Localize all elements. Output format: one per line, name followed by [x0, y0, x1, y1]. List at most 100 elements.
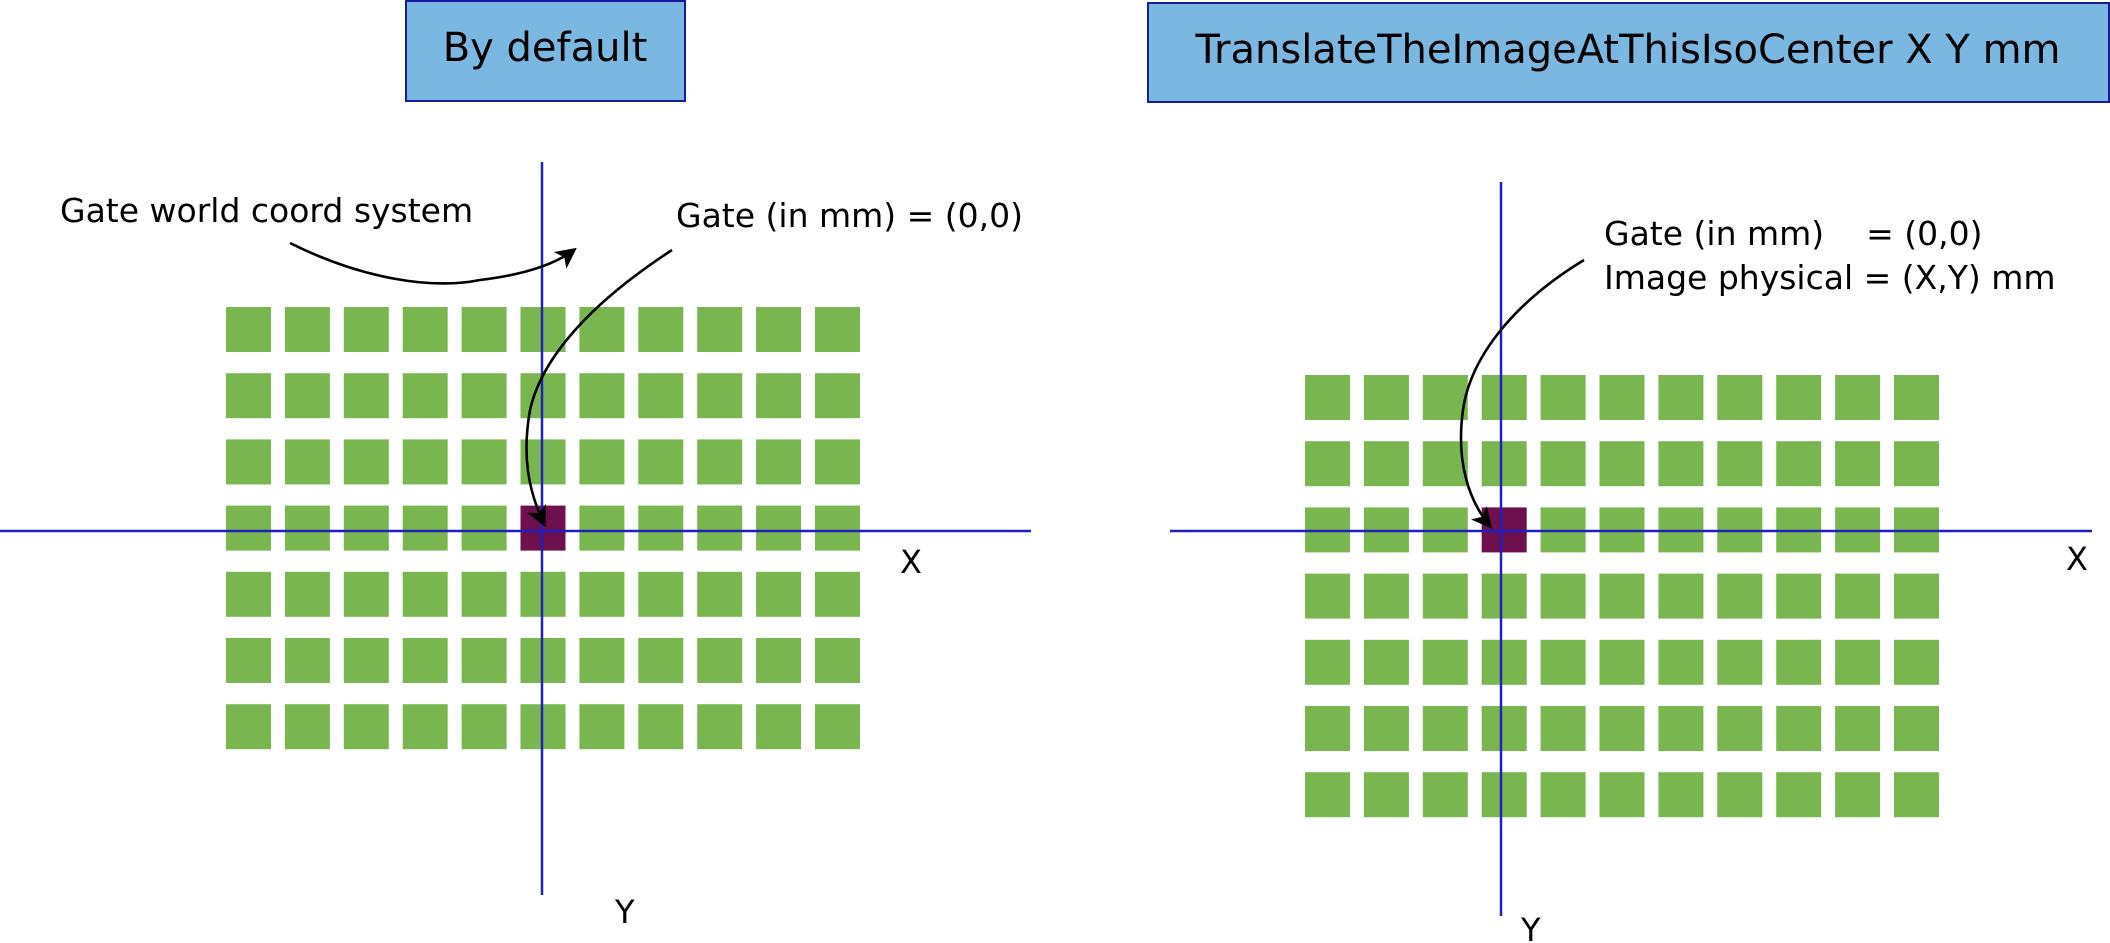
image-pixel — [226, 307, 271, 352]
image-pixel — [756, 505, 802, 551]
image-pixel — [697, 373, 743, 419]
image-pixel — [1776, 706, 1822, 751]
image-pixel — [638, 505, 684, 551]
image-pixel — [697, 439, 743, 485]
image-pixel — [1894, 639, 1939, 685]
image-pixel — [343, 638, 389, 683]
image-pixel — [815, 373, 860, 419]
image-pixel — [815, 704, 860, 750]
image-pixel — [638, 704, 684, 750]
image-pixel — [226, 439, 271, 485]
image-pixel — [343, 505, 389, 551]
right-title: TranslateTheImageAtThisIsoCenter X Y mm — [1194, 27, 2060, 73]
right-panel: TranslateTheImageAtThisIsoCenter X Y mm … — [1147, 2, 2110, 943]
image-pixel — [1540, 639, 1586, 685]
image-pixel — [1658, 375, 1704, 420]
image-pixel — [402, 439, 448, 485]
image-pixel — [284, 638, 330, 683]
image-pixel — [756, 373, 802, 419]
image-pixel — [402, 505, 448, 551]
image-pixel — [815, 505, 860, 551]
image-pixel — [1305, 441, 1350, 487]
image-pixel — [1422, 706, 1468, 751]
image-pixel — [1363, 573, 1409, 619]
image-pixel — [1776, 573, 1822, 619]
image-pixel — [1481, 639, 1527, 685]
left-title: By default — [443, 25, 648, 71]
left-y-axis-label: Y — [614, 893, 635, 931]
image-pixel — [226, 638, 271, 683]
image-pixel — [1599, 441, 1645, 487]
right-origin-arrow — [1459, 258, 1585, 529]
image-pixel — [1717, 375, 1763, 420]
image-pixel — [756, 439, 802, 485]
image-pixel — [226, 505, 271, 551]
image-pixel — [697, 704, 743, 750]
image-pixel — [1835, 375, 1881, 420]
image-pixel — [638, 373, 684, 419]
image-pixel — [461, 307, 507, 352]
image-pixel — [1540, 375, 1586, 420]
image-pixel — [579, 638, 625, 683]
image-pixel — [461, 571, 507, 617]
image-pixel — [1481, 441, 1527, 487]
image-pixel — [1363, 441, 1409, 487]
image-pixel — [1717, 573, 1763, 619]
image-pixel — [638, 439, 684, 485]
right-y-axis-label: Y — [1520, 911, 1541, 943]
image-pixel — [1305, 639, 1350, 685]
image-pixel — [1658, 441, 1704, 487]
image-pixel — [1540, 772, 1586, 818]
image-pixel — [638, 571, 684, 617]
image-pixel — [756, 638, 802, 683]
image-pixel — [1599, 772, 1645, 818]
image-pixel — [1599, 639, 1645, 685]
right-title-box — [1147, 2, 2110, 103]
left-origin-label: Gate (in mm) = (0,0) — [676, 196, 1023, 235]
image-pixel — [1835, 772, 1881, 818]
right-x-axis-label: X — [2066, 540, 2088, 578]
image-pixel — [1894, 441, 1939, 487]
image-pixel — [1658, 706, 1704, 751]
image-pixel — [697, 505, 743, 551]
image-pixel — [756, 704, 802, 750]
image-pixel — [638, 638, 684, 683]
image-pixel — [284, 373, 330, 419]
image-pixel — [1658, 639, 1704, 685]
left-title-box — [405, 0, 686, 102]
image-pixel — [697, 638, 743, 683]
image-pixel — [1363, 375, 1409, 420]
image-pixel — [756, 307, 802, 352]
image-pixel — [638, 307, 684, 352]
left-world-coord-label: Gate world coord system — [60, 191, 473, 230]
right-origin-label-line1: Gate (in mm) = (0,0) — [1604, 214, 1982, 253]
image-pixel — [1363, 639, 1409, 685]
image-pixel — [461, 439, 507, 485]
image-pixel — [1835, 441, 1881, 487]
image-pixel — [284, 307, 330, 352]
image-pixel — [1776, 441, 1822, 487]
image-pixel — [402, 307, 448, 352]
image-pixel — [461, 505, 507, 551]
image-pixel — [1481, 706, 1527, 751]
left-pixel-grid — [226, 307, 860, 750]
left-world-arrow — [289, 241, 577, 285]
image-pixel — [1717, 441, 1763, 487]
image-pixel — [1305, 375, 1350, 420]
left-x-axis-label: X — [900, 543, 922, 581]
image-pixel — [1658, 772, 1704, 818]
image-pixel — [402, 571, 448, 617]
image-pixel — [1481, 573, 1527, 619]
image-pixel — [815, 307, 860, 352]
image-pixel — [1599, 706, 1645, 751]
image-pixel — [1599, 375, 1645, 420]
image-pixel — [1422, 573, 1468, 619]
image-pixel — [284, 704, 330, 750]
image-pixel — [1481, 375, 1527, 420]
right-origin-label-line2: Image physical = (X,Y) mm — [1604, 258, 2056, 297]
image-pixel — [1599, 573, 1645, 619]
image-pixel — [697, 571, 743, 617]
image-pixel — [1422, 639, 1468, 685]
image-pixel — [461, 373, 507, 419]
